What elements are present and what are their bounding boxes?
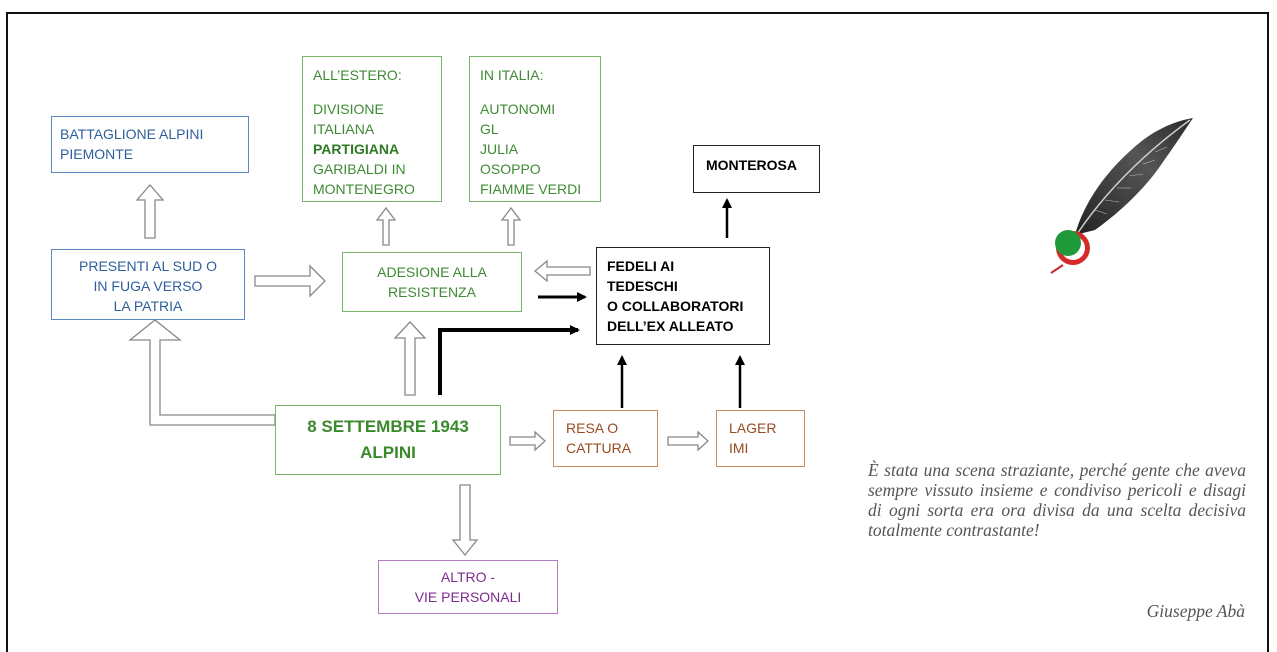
arrow-presenti-to-adesione: [254, 264, 326, 298]
box-line: LA PATRIA: [113, 298, 183, 314]
box-line: GARIBALDI IN: [313, 161, 406, 177]
box-presenti-al-sud: PRESENTI AL SUD O IN FUGA VERSO LA PATRI…: [51, 249, 245, 320]
box-line: IMI: [729, 440, 749, 456]
box-adesione-alla-resistenza: ADESIONE ALLA RESISTENZA: [342, 252, 522, 312]
box-line: CATTURA: [566, 440, 632, 456]
box-line: ADESIONE ALLA: [377, 264, 487, 280]
quote-author: Giuseppe Abà: [1146, 601, 1245, 621]
arrow-settembre-to-altro: [451, 484, 479, 557]
box-lager-imi: LAGER IMI: [716, 410, 805, 467]
arrow-settembre-to-fedeli: [438, 325, 580, 395]
arrow-fedeli-to-adesione: [533, 259, 591, 283]
arrow-settembre-to-resa: [509, 430, 546, 452]
box-line: PIEMONTE: [60, 146, 134, 162]
box-fedeli-ai-tedeschi: FEDELI AI TEDESCHI O COLLABORATORI DELL’…: [596, 247, 770, 345]
box-all-estero: ALL’ESTERO: DIVISIONE ITALIANA PARTIGIAN…: [302, 56, 442, 202]
box-in-italia: IN ITALIA: AUTONOMI GL JULIA OSOPPO FIAM…: [469, 56, 601, 202]
alpine-feather-icon: [1050, 118, 1193, 274]
box-line: JULIA: [480, 141, 519, 157]
box-line: MONTEROSA: [706, 157, 797, 173]
box-line: ALPINI: [360, 443, 416, 462]
box-monterosa: MONTEROSA: [693, 145, 820, 193]
arrow-presenti-to-battaglione: [135, 184, 165, 239]
box-line: BATTAGLIONE ALPINI: [60, 126, 204, 142]
box-line: 8 SETTEMBRE 1943: [307, 417, 469, 436]
box-line: FEDELI AI: [607, 258, 675, 274]
box-battaglione-alpini-piemonte: BATTAGLIONE ALPINI PIEMONTE: [51, 116, 249, 173]
box-line: AUTONOMI: [480, 101, 556, 117]
arrow-resa-to-lager: [667, 430, 709, 452]
box-line: VIE PERSONALI: [414, 589, 522, 605]
box-altro-vie-personali: ALTRO - VIE PERSONALI: [378, 560, 558, 614]
box-resa-o-cattura: RESA O CATTURA: [553, 410, 658, 467]
box-line: RESISTENZA: [388, 284, 476, 300]
box-line: MONTENEGRO: [313, 181, 415, 197]
box-line: IN FUGA VERSO: [93, 278, 203, 294]
box-line: O COLLABORATORI: [607, 298, 744, 314]
box-8-settembre-1943: 8 SETTEMBRE 1943 ALPINI: [275, 405, 501, 475]
quote-text: È stata una scena straziante, perché gen…: [868, 460, 1246, 540]
arrow-settembre-to-presenti: [128, 319, 276, 426]
box-line: DIVISIONE: [313, 101, 384, 117]
box-line: RESA O: [566, 420, 619, 436]
box-line: PRESENTI AL SUD O: [79, 258, 217, 274]
box-line: ALTRO -: [440, 569, 496, 585]
box-line-bold: PARTIGIANA: [313, 141, 400, 157]
slide-frame: [6, 12, 1269, 652]
arrow-settembre-to-adesione: [393, 321, 427, 396]
box-line: TEDESCHI: [607, 278, 678, 294]
italia-heading: IN ITALIA:: [480, 67, 544, 83]
box-line: FIAMME VERDI: [480, 181, 582, 197]
box-line: DELL’EX ALLEATO: [607, 318, 734, 334]
box-line: GL: [480, 121, 499, 137]
box-line: ITALIANA: [313, 121, 375, 137]
arrow-adesione-to-italia: [500, 206, 522, 246]
arrow-adesione-to-estero: [375, 206, 397, 246]
box-line: OSOPPO: [480, 161, 541, 177]
box-line: LAGER: [729, 420, 777, 436]
estero-heading: ALL’ESTERO:: [313, 67, 402, 83]
